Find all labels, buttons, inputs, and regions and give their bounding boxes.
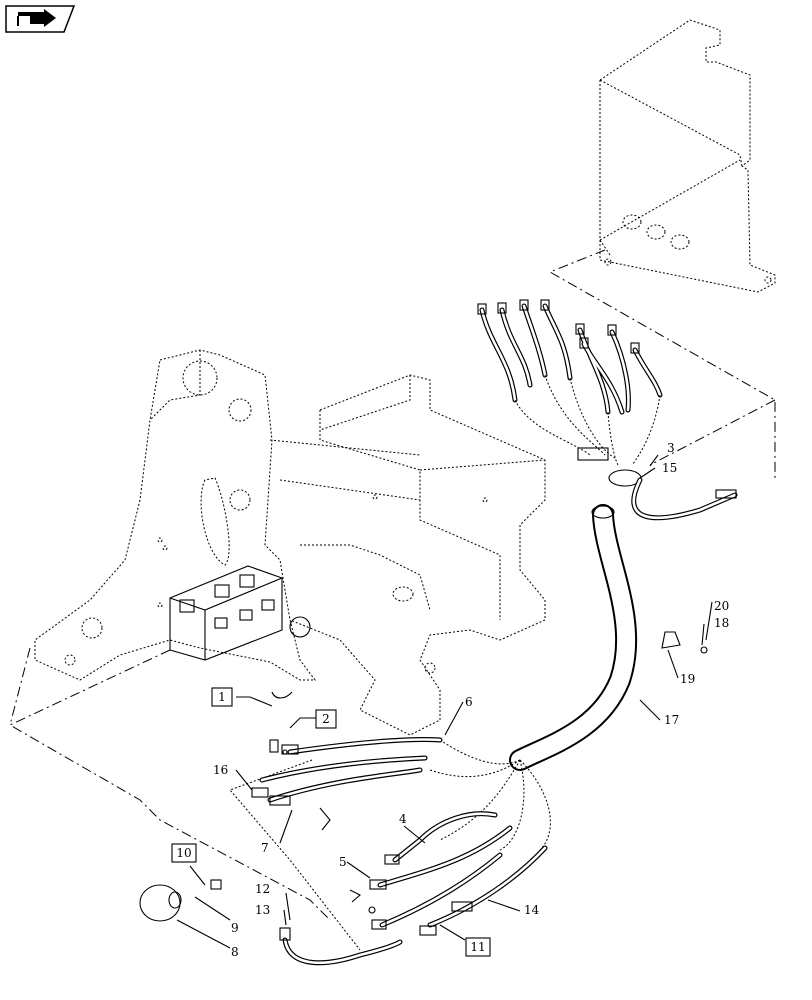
callout-box-1 (211, 687, 233, 707)
next-page-arrow-icon (5, 5, 76, 33)
callout-3: 3 (667, 441, 675, 455)
callout-2: 2 (322, 712, 330, 726)
hose-15 (631, 477, 738, 521)
callout-20: 20 (714, 599, 729, 613)
chassis-crossmember (279, 374, 546, 736)
callout-8: 8 (231, 945, 239, 959)
fittings (269, 631, 708, 914)
callout-12: 12 (255, 882, 270, 896)
filter-canister (139, 879, 222, 922)
callout-15: 15 (662, 461, 677, 475)
control-valve (169, 565, 311, 661)
callout-9: 9 (231, 921, 239, 935)
protective-sleeve (509, 504, 638, 771)
callout-6: 6 (465, 695, 473, 709)
upper-hose-bundle (477, 299, 663, 487)
callout-box-10 (171, 843, 197, 863)
callout-16: 16 (213, 763, 228, 777)
next-page-button[interactable] (4, 4, 76, 34)
callout-box-11 (465, 937, 491, 957)
callout-19: 19 (680, 672, 695, 686)
callout-7: 7 (261, 841, 269, 855)
callout-14: 14 (524, 903, 540, 917)
callout-11: 11 (470, 940, 485, 954)
callout-13: 13 (255, 903, 270, 917)
callout-box-2 (315, 709, 337, 729)
callout-5: 5 (339, 855, 347, 869)
callout-18: 18 (714, 616, 729, 630)
callout-labels: 1 2 3 4 5 6 7 8 9 10 11 12 13 14 15 16 1… (171, 441, 729, 959)
callout-4: 4 (399, 812, 407, 826)
cover-panel (548, 19, 776, 480)
loader-frame (34, 349, 421, 681)
callout-17: 17 (664, 713, 679, 727)
callout-1: 1 (218, 690, 226, 704)
lower-hose-bundle (229, 737, 551, 966)
callout-10: 10 (176, 846, 191, 860)
leader-lines (176, 454, 713, 949)
